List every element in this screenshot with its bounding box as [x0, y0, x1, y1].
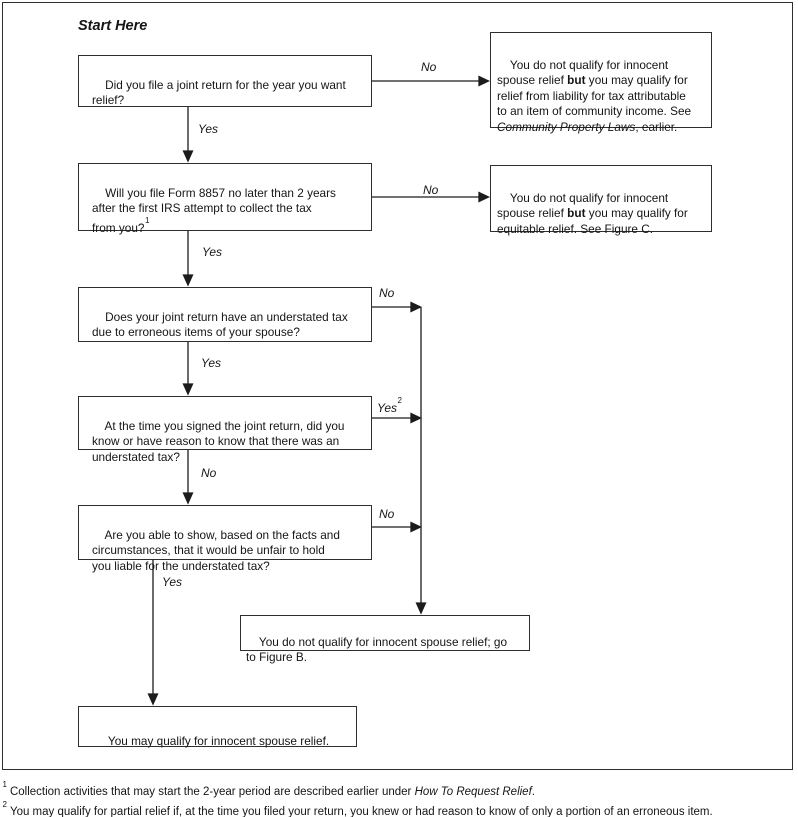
label-q1-yes: Yes: [198, 122, 219, 136]
arrowhead-q2-no: [478, 191, 491, 203]
footnote-text-italic: How To Request Relief: [414, 785, 532, 798]
arrowhead-q5-yes: [147, 693, 159, 706]
question-box-understated-tax: Does your joint return have an understat…: [78, 287, 372, 342]
question-box-knowledge: At the time you signed the joint return,…: [78, 396, 372, 464]
outcome-box-equitable-relief: You do not qualify for innocent spouse r…: [490, 165, 712, 236]
footnote-1: 1Collection activities that may start th…: [2, 779, 535, 798]
question-text: Did you file a joint return for the year…: [92, 77, 346, 108]
label-q3-yes: Yes: [201, 356, 222, 370]
outcome-box-figure-b: You do not qualify for innocent spouse r…: [240, 615, 530, 664]
footnote-1-marker: 1: [2, 779, 7, 789]
question-text: Does your joint return have an understat…: [92, 309, 348, 340]
footnote-1-reference: 1: [144, 215, 150, 225]
arrowhead-q4-no: [182, 492, 194, 505]
arrowhead-merge: [415, 602, 427, 615]
footnote-text: .: [531, 785, 535, 798]
outcome-text: you may qualify for equitable relief. Se…: [497, 206, 688, 236]
label-q2-yes: Yes: [202, 245, 223, 259]
footnote-2-reference: 2: [397, 396, 402, 405]
footnote-2: 2You may qualify for partial relief if, …: [2, 799, 713, 817]
label-q5-no: No: [379, 507, 395, 521]
footnote-text: You may qualify for partial relief if, a…: [9, 805, 713, 817]
footnote-2-marker: 2: [2, 799, 7, 809]
arrowhead-q1-no: [478, 75, 491, 87]
question-text: Are you able to show, based on the facts…: [92, 527, 340, 573]
question-text: At the time you signed the joint return,…: [92, 418, 345, 464]
label-q4-yes: Yes2: [377, 396, 402, 415]
arrowhead-q5-no: [410, 521, 423, 533]
label-q4-no: No: [201, 466, 217, 480]
arrowhead-q2-yes: [182, 274, 194, 287]
outcome-text-bold: but: [567, 73, 586, 87]
arrowhead-q3-yes: [182, 383, 194, 396]
outcome-text-italic: Community Property Laws: [497, 119, 636, 134]
question-box-joint-return: Did you file a joint return for the year…: [78, 55, 372, 107]
label-q2-no: No: [423, 183, 439, 197]
outcome-text: , earlier.: [635, 119, 678, 134]
figure-title: Start Here: [78, 18, 148, 34]
label-text: Yes: [377, 401, 398, 415]
outcome-text: You do not qualify for innocent spouse r…: [497, 190, 669, 221]
outcome-box-community-income: You do not qualify for innocent spouse r…: [490, 32, 712, 134]
outcome-text: You do not qualify for innocent spouse r…: [246, 634, 508, 665]
outcome-text: you may qualify for relief from liabilit…: [497, 73, 692, 118]
footnote-text: Collection activities that may start the…: [9, 785, 415, 798]
arrowhead-q4-yes: [410, 412, 423, 424]
outcome-box-may-qualify: You may qualify for innocent spouse reli…: [78, 706, 357, 748]
question-text: Will you file Form 8857 no later than 2 …: [92, 185, 336, 235]
question-box-form-8857: Will you file Form 8857 no later than 2 …: [78, 163, 372, 234]
question-box-unfair: Are you able to show, based on the facts…: [78, 505, 372, 573]
label-q1-no: No: [421, 60, 437, 74]
arrowhead-q3-no: [410, 301, 423, 313]
figure-border: [2, 2, 793, 770]
outcome-text-bold: but: [567, 206, 586, 220]
label-q3-no: No: [379, 286, 395, 300]
outcome-text: You do not qualify for innocent spouse r…: [497, 57, 669, 88]
label-q5-yes: Yes: [162, 575, 183, 589]
outcome-text: You may qualify for innocent spouse reli…: [107, 733, 330, 748]
arrowhead-q1-yes: [182, 150, 194, 163]
